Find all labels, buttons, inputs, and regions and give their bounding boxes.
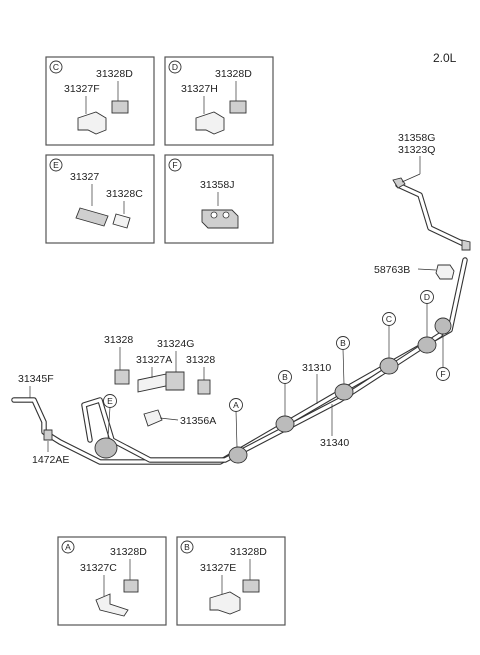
label-31340: 31340 (320, 437, 349, 449)
panel-a-part-31327c: 31327C (80, 562, 117, 574)
callout-c: C (386, 314, 392, 324)
clip-31328d-icon (111, 100, 129, 114)
panel-d-letter: D (172, 62, 178, 72)
clamp-f (434, 317, 452, 335)
callout-f: F (440, 369, 445, 379)
connector-31323q-icon (461, 239, 471, 251)
panel-c-part-31328d: 31328D (96, 68, 133, 80)
clamp-b2 (334, 383, 354, 401)
joint-1472ae-icon (43, 429, 53, 441)
clip-31328c-icon (112, 213, 131, 229)
detail-panel-b: B 31328D 31327E (176, 536, 286, 626)
clip-31358j-icon (201, 209, 239, 229)
clamp-c (379, 357, 399, 375)
detail-panel-a: A 31328D 31327C (57, 536, 167, 626)
clip-31328d-a-icon (123, 579, 139, 593)
clip-31328d-d-icon (229, 100, 247, 114)
bracket-31327e-icon (209, 591, 241, 615)
detail-panel-f: F 31358J (164, 154, 274, 244)
callout-a: A (233, 400, 239, 410)
panel-c-part-31327f: 31327F (64, 83, 100, 95)
label-58763b: 58763B (374, 264, 410, 276)
connector-31358g-icon (392, 177, 406, 189)
label-31356a: 31356A (180, 415, 216, 427)
label-31327a: 31327A (136, 354, 172, 366)
clip-31328-left-icon (114, 369, 130, 385)
clip-31356a-icon (143, 409, 163, 427)
panel-d-part-31328d: 31328D (215, 68, 252, 80)
fuel-line-31340 (81, 332, 443, 463)
label-31323q: 31323Q (398, 144, 435, 156)
panel-d-part-31327h: 31327H (181, 83, 218, 95)
fuel-line-upper (395, 182, 469, 248)
clamp-d (417, 336, 437, 354)
bracket-31327f-icon (77, 111, 107, 135)
callout-b2: B (340, 338, 346, 348)
panel-a-letter: A (65, 542, 71, 552)
panel-e-part-31328c: 31328C (106, 188, 143, 200)
clamp-e (94, 437, 118, 459)
panel-b-part-31327e: 31327E (200, 562, 236, 574)
label-31358g: 31358G (398, 132, 435, 144)
bracket-31327c-icon (95, 593, 129, 617)
label-31328-right: 31328 (186, 354, 215, 366)
panel-c-letter: C (53, 62, 59, 72)
clip-31328d-b-icon (242, 579, 260, 593)
label-31310: 31310 (302, 362, 331, 374)
label-31345f: 31345F (18, 373, 54, 385)
clamp-31327-icon (75, 207, 109, 227)
panel-e-part-31327: 31327 (70, 171, 99, 183)
label-1472ae: 1472AE (32, 454, 69, 466)
panel-f-letter: F (172, 160, 177, 170)
panel-b-letter: B (184, 542, 190, 552)
panel-f-part-31358j: 31358J (200, 179, 234, 191)
panel-a-part-31328d: 31328D (110, 546, 147, 558)
engine-label: 2.0L (433, 51, 457, 65)
bracket-31324g-icon (165, 371, 185, 391)
callout-d: D (424, 292, 430, 302)
callout-e: E (107, 396, 113, 406)
clamp-b1 (275, 415, 295, 433)
bracket-58763b-icon (435, 264, 455, 280)
panel-e-letter: E (53, 160, 59, 170)
bracket-31327h-icon (195, 111, 225, 135)
clip-31328-right-icon (197, 379, 211, 395)
panel-b-part-31328d: 31328D (230, 546, 267, 558)
detail-panel-e: E 31327 31328C (45, 154, 155, 244)
label-31328-left: 31328 (104, 334, 133, 346)
label-31324g: 31324G (157, 338, 194, 350)
callout-b1: B (282, 372, 288, 382)
detail-panel-c: C 31328D 31327F (45, 56, 155, 146)
clamp-a (228, 446, 248, 464)
detail-panel-d: D 31328D 31327H (164, 56, 274, 146)
